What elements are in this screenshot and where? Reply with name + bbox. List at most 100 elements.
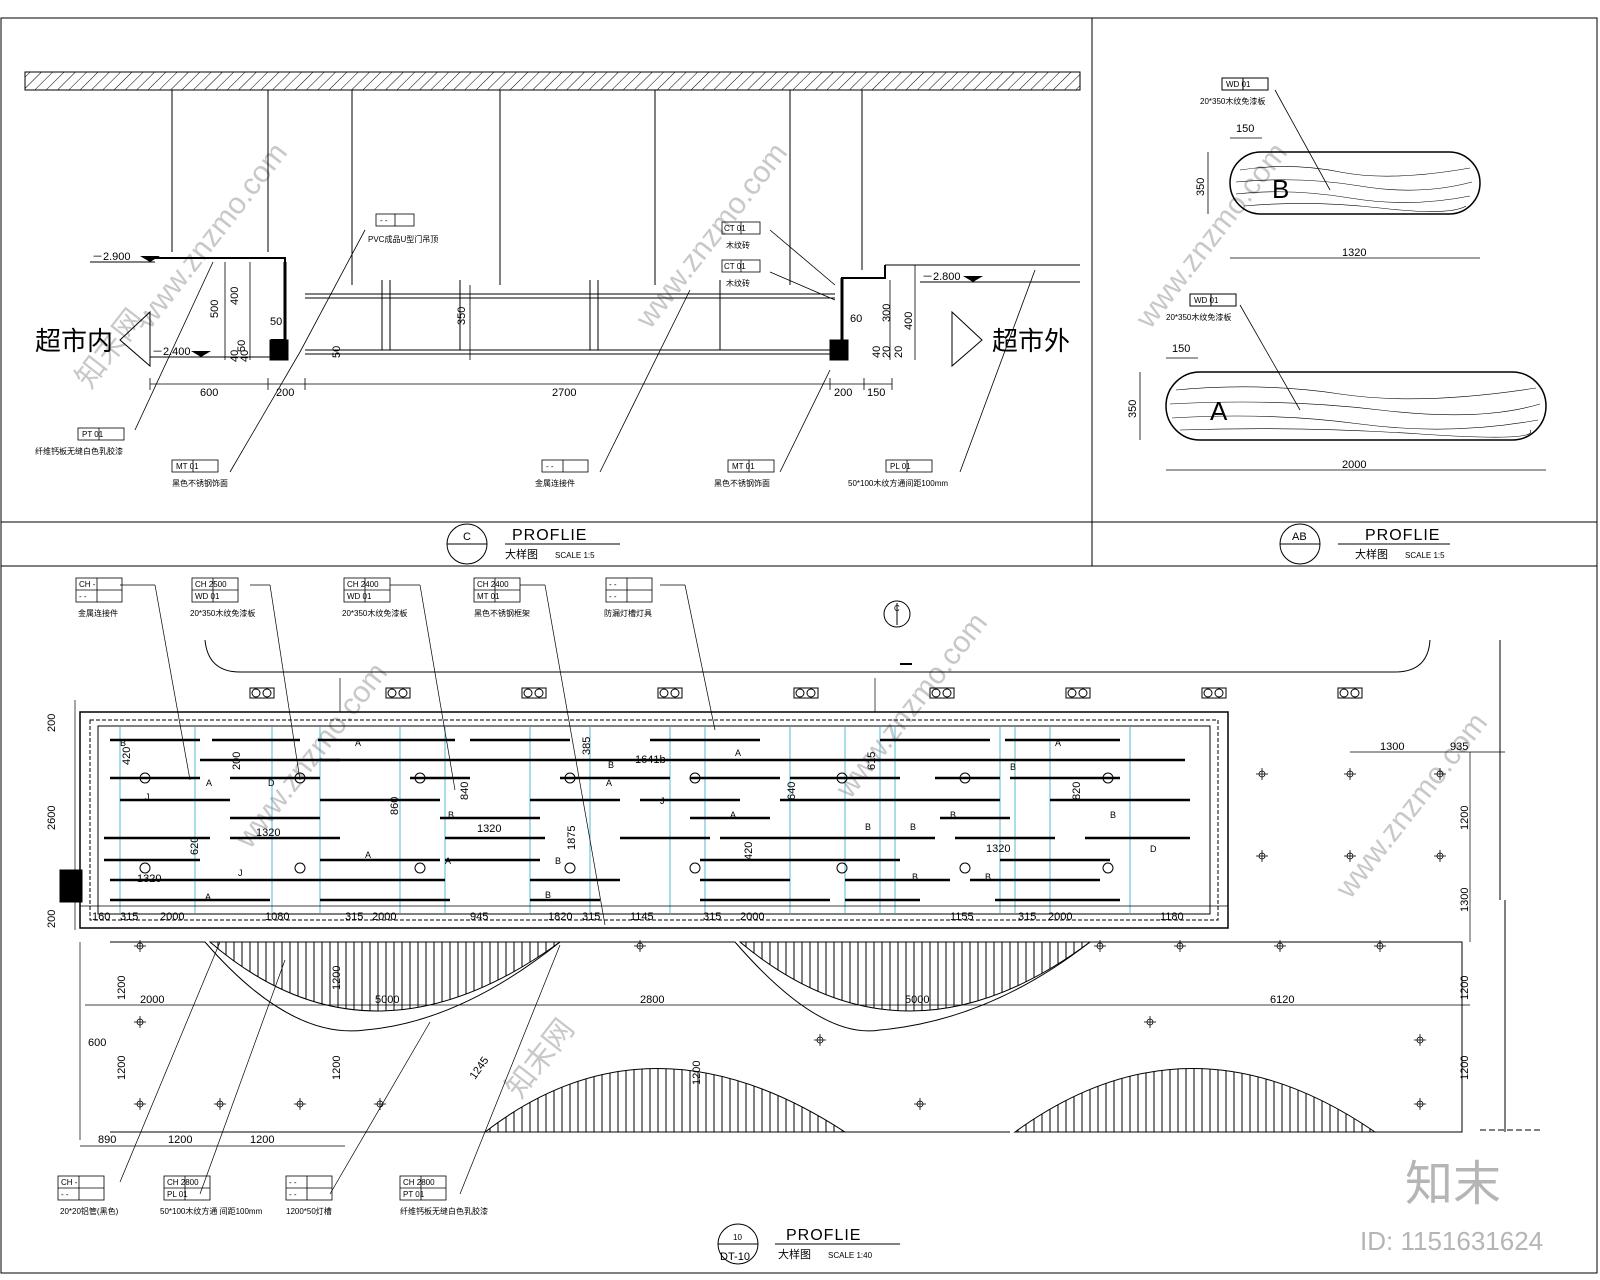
watermark-logo: 知末 xyxy=(1405,1158,1501,1211)
pbtag-3-t: 纤维钙板无缝白色乳胶漆 xyxy=(400,1206,488,1216)
ptag-1-c2: WD 01 xyxy=(195,592,220,601)
scale-c: SCALE 1:5 xyxy=(555,551,595,560)
plan-top-curve xyxy=(204,639,1431,673)
bdim-14: 2000 xyxy=(1048,911,1072,923)
pdim-7: 860 xyxy=(389,797,401,815)
tag-c-7-text: 50*100木纹方通间距100mm xyxy=(848,478,948,488)
pbtag-3-c2: PT 01 xyxy=(403,1190,425,1199)
scale-ab: SCALE 1:5 xyxy=(1405,551,1445,560)
tag-c-5-code: - - xyxy=(546,462,554,471)
lbot-2: 1200 xyxy=(250,1134,274,1146)
plank-field-inner xyxy=(89,719,1219,921)
bdim-1: 315 xyxy=(120,911,138,923)
drawing-plan-text: CH - - - 金属连接件 CH 2500 WD 01 20*350木纹免漆板… xyxy=(46,580,1471,1263)
pbtag-3-c1: CH 2800 xyxy=(403,1178,435,1187)
bdim-15: 1180 xyxy=(1160,911,1184,923)
plank-a-tag-text: 20*350木纹免漆板 xyxy=(1166,312,1231,322)
c-leaders xyxy=(134,229,1036,473)
tag-c-7-code: PL 01 xyxy=(890,462,911,471)
round-lights xyxy=(139,772,1114,874)
left-wall-block xyxy=(59,869,83,903)
dim-v-left-2: 50 xyxy=(270,316,282,328)
tag-c-4-code: MT 01 xyxy=(176,462,199,471)
left-stainless-trim xyxy=(269,339,289,361)
lrow-1: 5000 xyxy=(375,994,399,1006)
elev-left-low: －2.400 xyxy=(152,346,191,358)
dim-v-left-0: 500 xyxy=(209,300,221,318)
lower-region-outline xyxy=(110,941,1463,1133)
plan-leaders xyxy=(119,584,716,1195)
c-dims xyxy=(149,262,916,390)
dim-v-right-3: 20 xyxy=(881,346,893,358)
tag-c-5-text: 金属连接件 xyxy=(535,478,575,488)
tag-c-6-text: 黑色不锈钢饰面 xyxy=(714,478,770,488)
tag-c-3-text: 纤维钙板无缝白色乳胶漆 xyxy=(35,446,123,456)
ptag-2-t: 20*350木纹免漆板 xyxy=(342,608,407,618)
pdim-14: 620 xyxy=(189,837,201,855)
bdim-7: 1820 xyxy=(548,911,572,923)
title-ab: PROFLIE xyxy=(1365,527,1440,544)
title-plan: PROFLIE xyxy=(786,1227,861,1244)
ptag-1-c1: CH 2500 xyxy=(195,580,227,589)
ab-leaders xyxy=(1239,89,1331,411)
rdim-3: 1300 xyxy=(1459,888,1471,912)
svg-text:B: B xyxy=(1110,810,1116,820)
ptag-3-t: 黑色不锈钢框架 xyxy=(474,608,530,618)
plank-a xyxy=(1165,371,1547,441)
plank-b-width: 1320 xyxy=(1342,247,1366,259)
elev-right: －2.800 xyxy=(922,271,961,283)
tag-c-2-text: 木纹砖 xyxy=(726,278,750,288)
bdim-11: 2000 xyxy=(740,911,764,923)
subtitle-ab: 大样图 xyxy=(1355,547,1388,561)
ldim-0: 200 xyxy=(46,714,58,732)
section-mark-ab: AB xyxy=(1292,531,1307,543)
svg-text:A: A xyxy=(206,778,212,788)
plan-ref-sheet: DT-10 xyxy=(720,1251,750,1263)
arc-1 xyxy=(208,941,562,1012)
svg-text:A: A xyxy=(445,856,451,866)
ptag-4-t: 防漏灯槽灯具 xyxy=(604,608,652,618)
dim-bottom-1: 200 xyxy=(276,387,294,399)
plank-a-tag-code: WD 01 xyxy=(1194,296,1219,305)
pdim-5: 420 xyxy=(121,747,133,765)
pbtag-0-t: 20*20铝管(黑色) xyxy=(60,1206,119,1216)
pdim-8: 820 xyxy=(1071,782,1083,800)
dim-bottom-3: 200 xyxy=(834,387,852,399)
watermark: www.znzmo.com www.znzmo.com www.znzmo.co… xyxy=(70,137,1544,1256)
svg-text:B: B xyxy=(448,810,454,820)
dim-bottom-2: 2700 xyxy=(552,387,576,399)
ptag-4-c1: - - xyxy=(609,580,617,589)
svg-text:D: D xyxy=(268,778,275,788)
bdim-3: 1080 xyxy=(265,911,289,923)
bdim-9: 1145 xyxy=(630,911,654,923)
misc-3: 1200 xyxy=(691,1061,703,1085)
section-c-ref xyxy=(883,600,911,628)
ptag-3-c2: MT 01 xyxy=(477,592,500,601)
bdim-10: 315 xyxy=(703,911,721,923)
grid-lines xyxy=(119,726,1131,914)
dim-bottom-0: 600 xyxy=(200,387,218,399)
bdim-4: 315 xyxy=(345,911,363,923)
tag-c-3-code: PT 01 xyxy=(82,430,104,439)
lleft-2: 1200 xyxy=(116,1056,128,1080)
ptag-0-c1: CH - xyxy=(79,580,96,589)
arrow-outside xyxy=(951,310,983,368)
arc-3 xyxy=(483,1068,847,1133)
scale-plan: SCALE 1:40 xyxy=(828,1251,873,1260)
svg-text:A: A xyxy=(606,778,612,788)
label-inside: 超市内 xyxy=(35,326,113,356)
svg-text:J: J xyxy=(145,792,150,802)
pbtag-2-c1: - - xyxy=(289,1178,297,1187)
sheet-frame xyxy=(0,17,1598,1274)
svg-text:B: B xyxy=(912,872,918,882)
plank-b-tag-text: 20*350木纹免漆板 xyxy=(1200,96,1265,106)
pbtag-1-t: 50*100木纹方通 间距100mm xyxy=(160,1206,263,1216)
pbtag-1-c2: PL 01 xyxy=(167,1190,188,1199)
dim-bottom-4: 150 xyxy=(867,387,885,399)
misc-1: 1200 xyxy=(331,966,343,990)
ptag-0-t: 金属连接件 xyxy=(78,608,118,618)
dim-v-right-0: 300 xyxy=(881,304,893,322)
pdim-10: 200 xyxy=(231,752,243,770)
svg-text:B: B xyxy=(608,760,614,770)
